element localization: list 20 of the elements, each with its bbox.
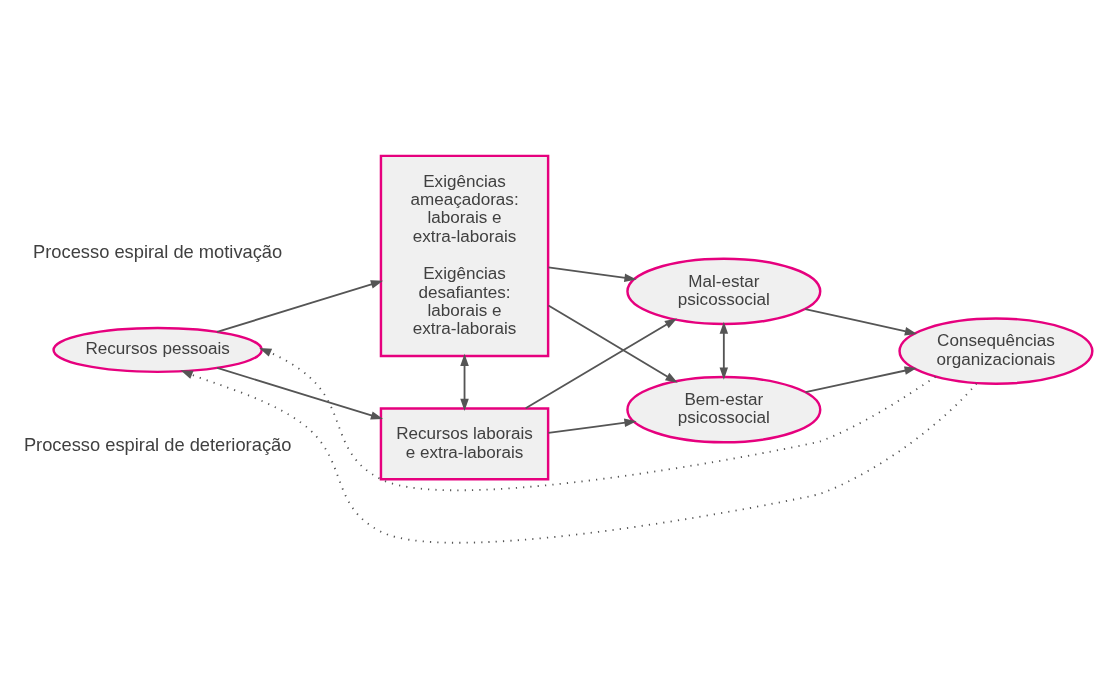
- node-ellipse: Bem-estar psicossocial: [626, 375, 822, 444]
- arrow: [460, 353, 469, 411]
- node-ellipse: Mal-estar psicossocial: [626, 256, 822, 325]
- label: Processo espiral de deterioração: [23, 433, 292, 455]
- node-ellipse: Recursos pessoais: [52, 326, 263, 373]
- arrow: [524, 317, 677, 409]
- label: Processo espiral de motivação: [33, 240, 283, 262]
- arrow: [547, 418, 637, 434]
- arrow: [719, 321, 729, 380]
- arrow: [216, 366, 384, 420]
- node-ellipse: Consequências organizacionais: [898, 316, 1094, 385]
- arrow: [804, 307, 918, 335]
- arrow: [804, 365, 917, 393]
- node-box: Recursos laborais e extra-laborais: [379, 406, 550, 480]
- node-box: Exigências ameaçadoras: laborais e extra-laborais Exigências desafiantes: laborais e extra-laborais: [379, 154, 550, 357]
- arrow: [547, 265, 637, 282]
- arrow: [216, 279, 384, 333]
- arrow: [547, 304, 678, 383]
- arrow: [180, 369, 978, 543]
- arrow: [259, 347, 937, 491]
